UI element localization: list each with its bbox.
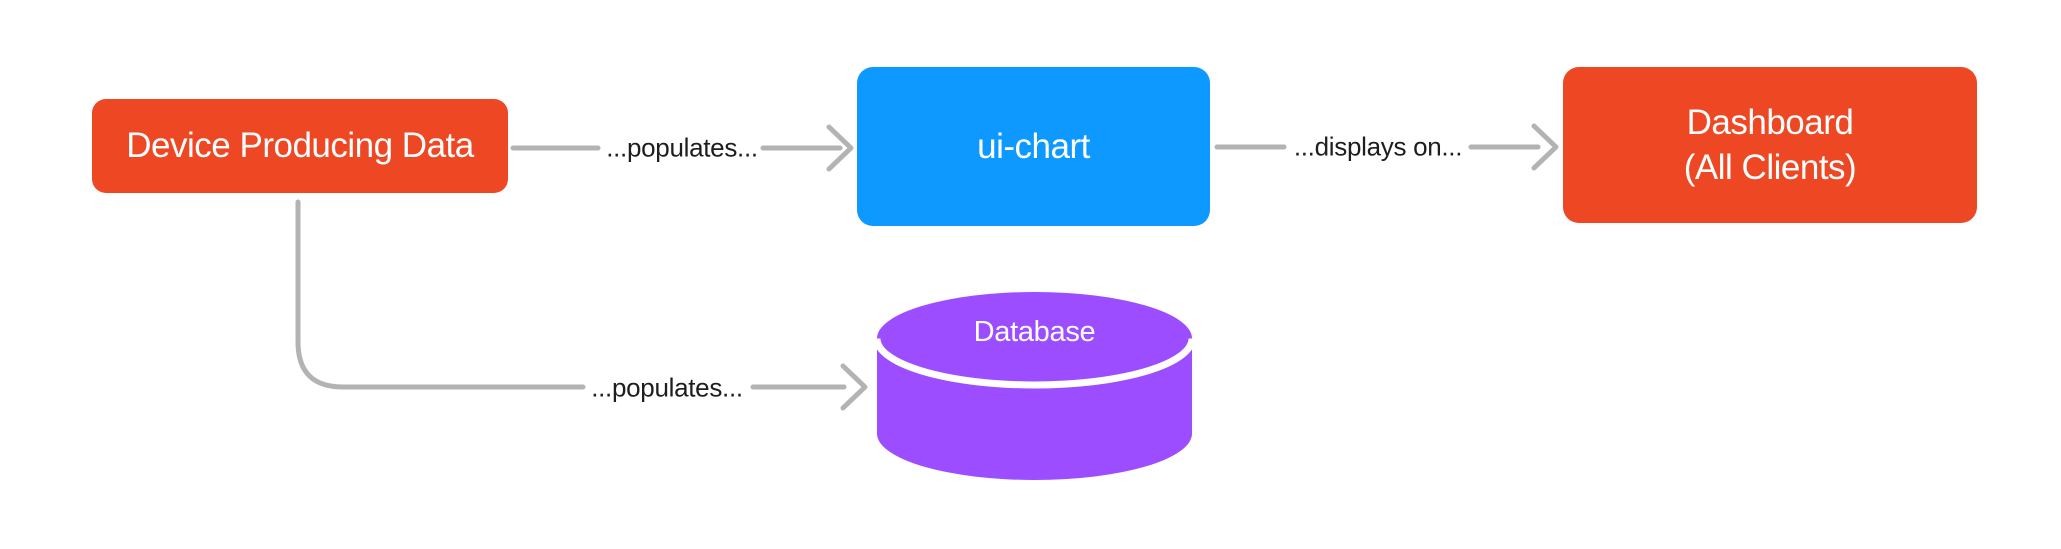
connector-device-to-database[interactable] (295, 199, 868, 411)
connector-elbow (295, 199, 586, 390)
arrowhead-icon (826, 124, 854, 172)
cylinder-shape (877, 292, 1192, 480)
node-label-line1: Dashboard (1686, 103, 1854, 142)
node-label: Device Producing Data (126, 126, 474, 165)
node-dashboard[interactable]: Dashboard (All Clients) (1563, 67, 1977, 223)
cylinder-divider (877, 338, 1192, 389)
arrowhead-icon (840, 363, 868, 411)
arrowhead-icon (1531, 123, 1559, 171)
node-device-producing-data[interactable]: Device Producing Data (92, 99, 508, 193)
connector-label-populates-bottom[interactable]: ...populates... (591, 372, 743, 403)
node-ui-chart[interactable]: ui-chart (857, 67, 1210, 226)
node-database-cylinder[interactable]: Database (877, 292, 1192, 480)
node-label-line2: (All Clients) (1683, 148, 1857, 187)
node-label: ui-chart (977, 126, 1090, 166)
node-label: Database (973, 316, 1096, 348)
connector-label-populates-top[interactable]: ...populates... (606, 132, 758, 163)
connector-label-displays-on[interactable]: ...displays on... (1293, 131, 1463, 162)
